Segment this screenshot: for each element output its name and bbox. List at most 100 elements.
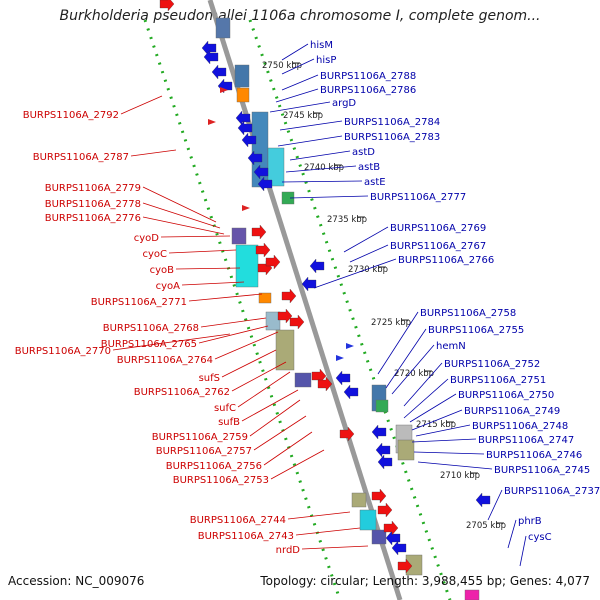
- label-leader-line: [200, 317, 267, 328]
- forward-gene-label: cyoC: [142, 249, 167, 260]
- genome-summary-text: Topology: circular; Length: 3,988,455 bp…: [260, 574, 590, 588]
- reverse-gene-label: BURPS1106A_2784: [344, 117, 440, 128]
- reverse-gene-label: BURPS1106A_2752: [444, 359, 540, 370]
- label-leader-line: [277, 135, 343, 147]
- label-leader-line: [295, 527, 361, 536]
- reverse-gene-label: BURPS1106A_2751: [450, 375, 546, 386]
- label-leader-line: [281, 43, 309, 61]
- reverse-gene-label: argD: [332, 98, 356, 109]
- forward-gene-arrow: [265, 254, 281, 270]
- reverse-gene-label: hemN: [436, 341, 466, 352]
- label-leader-line: [313, 258, 397, 289]
- label-leader-line: [198, 325, 269, 344]
- label-leader-line: [287, 511, 351, 520]
- reverse-gene-label: BURPS1106A_2747: [478, 435, 574, 446]
- label-leader-line: [415, 424, 471, 437]
- map-title: Burkholderia pseudomallei 1106a chromoso…: [59, 8, 541, 24]
- reverse-gene-label: BURPS1106A_2737: [504, 486, 600, 497]
- reverse-gene-arrow: [475, 492, 491, 508]
- label-leader-line: [281, 180, 363, 183]
- reverse-gene-arrow: [335, 370, 351, 386]
- forward-gene-label: BURPS1106A_2765: [101, 339, 197, 350]
- reverse-gene-arrow: [371, 424, 387, 440]
- forward-gene-label: BURPS1106A_2778: [45, 199, 141, 210]
- label-leader-line: [269, 101, 331, 113]
- feature-block: [371, 529, 387, 545]
- feature-block: [258, 292, 272, 304]
- forward-gene-arrow: [281, 288, 297, 304]
- feature-block: [351, 492, 367, 508]
- label-leader-line: [142, 202, 221, 229]
- reverse-gene-arrow: [391, 540, 407, 556]
- label-leader-line: [391, 344, 435, 395]
- reverse-gene-label: BURPS1106A_2749: [464, 406, 560, 417]
- feature-block: [464, 589, 480, 600]
- scale-tick-label: 2735 kbp: [327, 215, 367, 225]
- label-leader-line: [519, 535, 527, 567]
- label-leader-line: [249, 399, 301, 437]
- accession-text: Accession: NC_009076: [8, 574, 145, 588]
- label-leader-line: [343, 226, 389, 253]
- reverse-gene-label: hisP: [316, 55, 336, 66]
- reverse-gene-arrow: [343, 384, 359, 400]
- reverse-gene-arrow: [247, 150, 263, 166]
- scale-tick-label: 2730 kbp: [348, 265, 388, 275]
- label-leader-line: [214, 331, 279, 360]
- forward-gene-arrow: [289, 314, 305, 330]
- label-leader-line: [413, 451, 485, 455]
- small-gene-mark: [242, 205, 250, 211]
- small-gene-mark: [208, 119, 216, 125]
- feature-block: [375, 399, 389, 413]
- reverse-gene-arrow: [237, 120, 253, 136]
- label-leader-line: [301, 545, 369, 550]
- reverse-gene-label: BURPS1106A_2745: [494, 465, 590, 476]
- feature-block: [275, 329, 295, 371]
- label-leader-line: [112, 333, 231, 351]
- reverse-gene-label: astD: [352, 147, 375, 158]
- label-leader-line: [377, 311, 419, 375]
- small-gene-mark: [220, 87, 228, 93]
- reverse-gene-label: astB: [358, 162, 380, 173]
- scale-tick-label: 2725 kbp: [371, 318, 411, 328]
- forward-gene-arrow: [377, 502, 393, 518]
- label-leader-line: [281, 74, 319, 91]
- forward-gene-label: BURPS1106A_2768: [103, 323, 199, 334]
- feature-block: [267, 147, 285, 187]
- label-leader-line: [411, 438, 477, 443]
- forward-gene-arrow: [251, 224, 267, 240]
- reverse-gene-arrow: [375, 442, 391, 458]
- label-leader-line: [120, 95, 163, 115]
- forward-gene-label: BURPS1106A_2787: [33, 152, 129, 163]
- reverse-gene-label: hisM: [310, 40, 333, 51]
- forward-gene-arrow: [277, 308, 293, 324]
- reverse-gene-label: BURPS1106A_2769: [390, 223, 486, 234]
- gene-label-layer: hisMhisPBURPS1106A_2788BURPS1106A_2786ar…: [15, 40, 600, 556]
- label-leader-line: [279, 120, 343, 131]
- feature-block: [397, 439, 415, 461]
- reverse-gene-label: BURPS1106A_2777: [370, 192, 466, 203]
- scale-tick-label: 2710 kbp: [440, 471, 480, 481]
- reverse-gene-arrow: [253, 164, 269, 180]
- reverse-gene-label: BURPS1106A_2788: [320, 71, 416, 82]
- forward-gene-arrow: [371, 488, 387, 504]
- label-leader-line: [221, 349, 277, 378]
- scale-tick-label: 2720 kbp: [394, 369, 434, 379]
- label-leader-line: [181, 281, 245, 286]
- reverse-track-outline: [248, 19, 452, 600]
- reverse-gene-arrow: [309, 258, 325, 274]
- reverse-gene-label: BURPS1106A_2783: [344, 132, 440, 143]
- label-leader-line: [289, 150, 351, 161]
- reverse-gene-label: BURPS1106A_2746: [486, 450, 582, 461]
- reverse-gene-label: BURPS1106A_2755: [428, 325, 524, 336]
- reverse-gene-arrow: [377, 454, 393, 470]
- small-gene-mark: [346, 343, 354, 349]
- feature-block: [215, 17, 231, 39]
- feature-block: [236, 87, 250, 103]
- label-leader-line: [285, 165, 357, 173]
- forward-gene-label: BURPS1106A_2757: [156, 446, 252, 457]
- label-leader-line: [160, 235, 231, 238]
- reverse-gene-label: BURPS1106A_2758: [420, 308, 516, 319]
- feature-block: [265, 311, 281, 331]
- label-leader-line: [231, 361, 287, 392]
- label-leader-line: [130, 149, 177, 157]
